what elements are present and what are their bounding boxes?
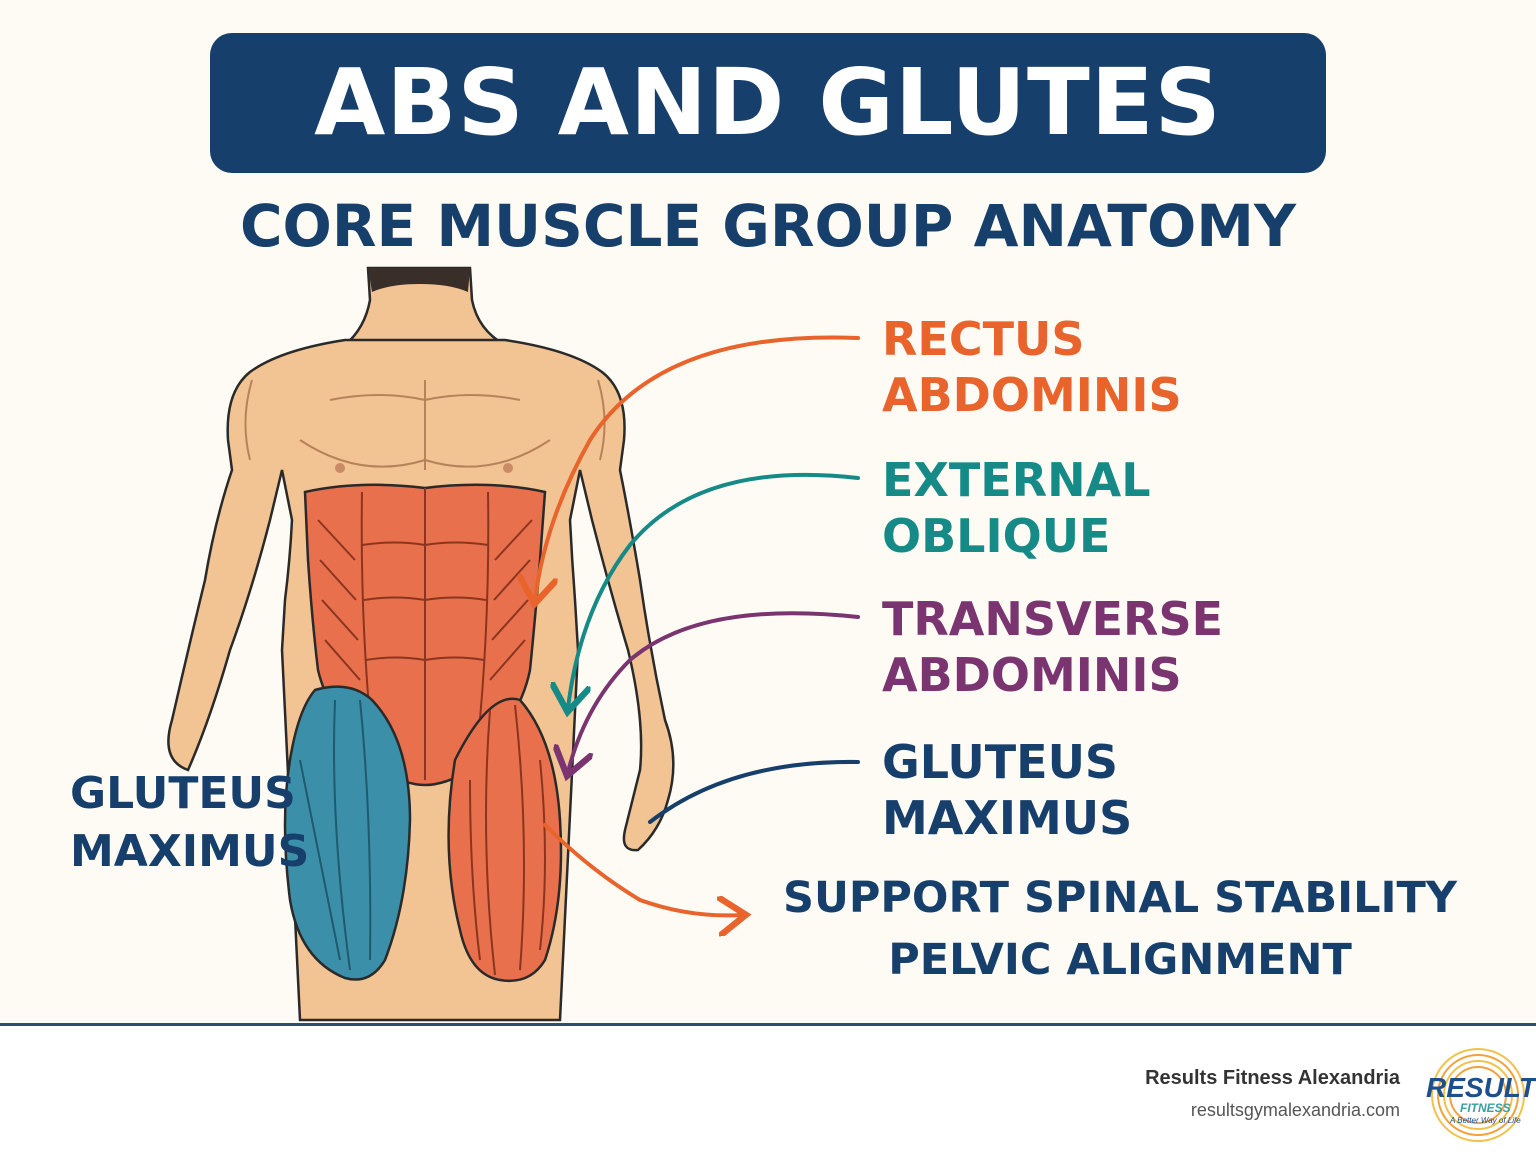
neck-and-head [341, 266, 510, 347]
arrow-support [543, 823, 742, 915]
label-gluteus-maximus-left: GLUTEUS MAXIMUS [70, 765, 309, 881]
label-line: OBLIQUE [882, 509, 1111, 563]
page-subtitle: CORE MUSCLE GROUP ANATOMY [239, 192, 1297, 260]
arrow-transverse [568, 611, 860, 772]
brand-url[interactable]: resultsgymalexandria.com [1190, 1100, 1400, 1120]
support-caption: SUPPORT SPINAL STABILITY PELVIC ALIGNMEN… [710, 867, 1530, 991]
support-line: SUPPORT SPINAL STABILITY [783, 873, 1457, 923]
support-line: PELVIC ALIGNMENT [888, 935, 1352, 985]
results-fitness-logo: RESULTS FITNESS A Better Way of Life [1426, 1048, 1536, 1142]
svg-text:RESULTS: RESULTS [1426, 1072, 1536, 1103]
left-glute-muscle [283, 685, 412, 981]
footer [0, 1026, 1536, 1154]
label-line: EXTERNAL [882, 453, 1151, 507]
right-thigh-muscle [447, 697, 563, 983]
arrow-oblique [568, 472, 860, 708]
arrow-rectus [535, 335, 860, 600]
arrow-gluteus [648, 759, 860, 824]
label-line: MAXIMUS [882, 791, 1133, 845]
label-line: GLUTEUS [882, 735, 1119, 789]
label-line: TRANSVERSE [882, 592, 1224, 646]
label-line: GLUTEUS [70, 768, 296, 819]
label-line: ABDOMINIS [882, 648, 1182, 702]
label-gluteus-maximus-right: GLUTEUS MAXIMUS [882, 734, 1132, 846]
label-line: RECTUS [882, 312, 1085, 366]
title-banner: ABS AND GLUTES [210, 33, 1326, 173]
label-rectus-abdominis: RECTUS ABDOMINIS [882, 311, 1182, 423]
label-line: ABDOMINIS [882, 368, 1182, 422]
label-line: MAXIMUS [70, 826, 310, 877]
svg-text:FITNESS: FITNESS [1460, 1101, 1511, 1115]
svg-text:A Better Way of Life: A Better Way of Life [1449, 1116, 1521, 1125]
footer-divider [0, 1023, 1536, 1026]
page-title: ABS AND GLUTES [314, 49, 1222, 156]
anatomy-illustration [167, 266, 860, 1022]
label-external-oblique: EXTERNAL OBLIQUE [882, 452, 1151, 564]
brand-name: Results Fitness Alexandria [1145, 1067, 1400, 1089]
label-transverse-abdominis: TRANSVERSE ABDOMINIS [882, 591, 1223, 703]
